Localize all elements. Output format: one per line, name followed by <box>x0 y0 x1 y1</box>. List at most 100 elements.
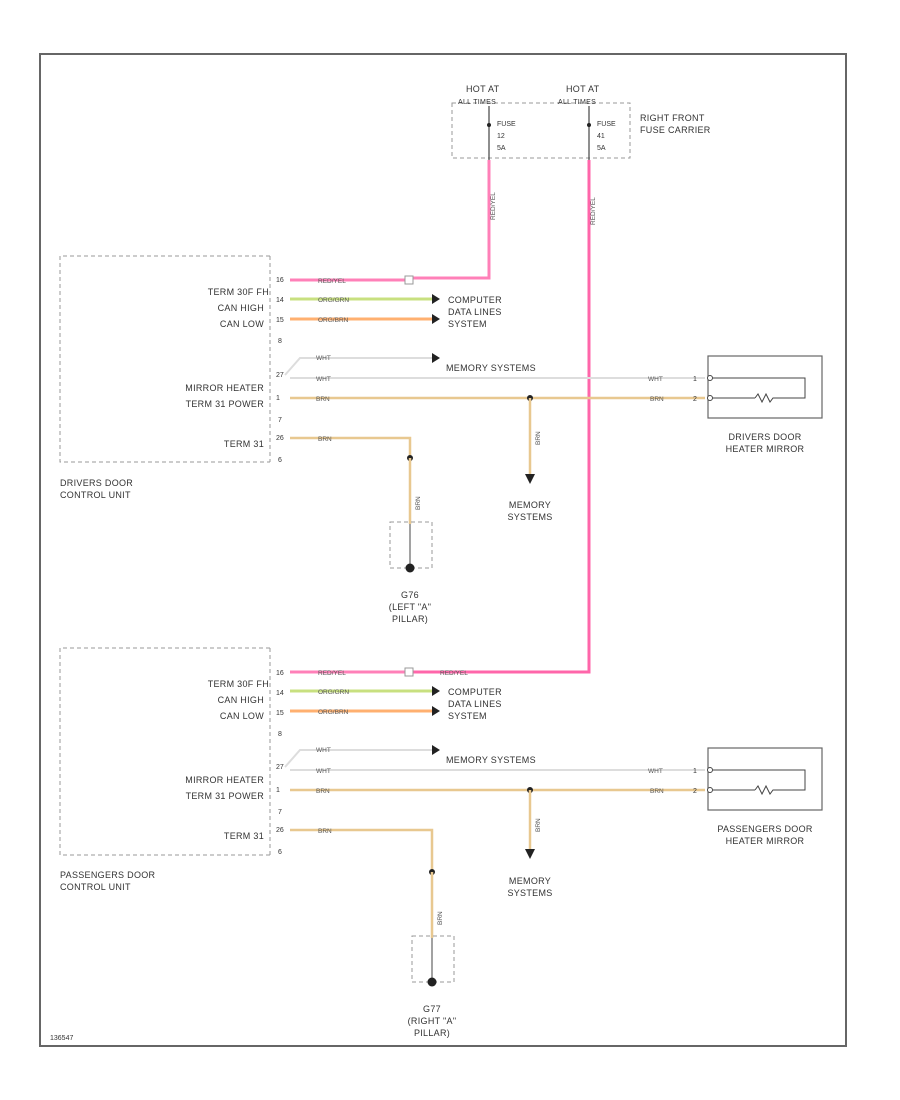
feed-wire-driver <box>410 160 491 280</box>
driver-pin-14: 14 <box>276 297 284 304</box>
passengers-mirror-box <box>707 747 823 811</box>
fuse-2-number: 41 <box>597 133 605 140</box>
passenger-arrow-can-low <box>432 706 440 716</box>
passenger-wire-memory <box>284 749 432 768</box>
fuse-carrier-box <box>451 102 631 159</box>
drivers-mirror-name: DRIVERS DOOR <box>728 432 801 442</box>
driver-wire-label-brn-1: BRN <box>316 396 330 403</box>
driver-ground-icon <box>405 563 415 573</box>
fuse-2-hot-label: HOT AT <box>566 84 600 94</box>
passenger-wire-label-redyel: RED/YEL <box>318 670 346 677</box>
passenger-wire-term31 <box>290 828 434 872</box>
passengers-mirror-terminal-1 <box>707 767 713 773</box>
drivers-mirror-name-2: HEATER MIRROR <box>726 444 805 454</box>
passenger-label-mirror-heater: MIRROR HEATER <box>185 775 264 785</box>
drivers-mirror-terminal-2 <box>707 395 713 401</box>
passengers-door-control-unit: TERM 30F FH CAN HIGH CAN LOW MIRROR HEAT… <box>59 647 284 892</box>
fuse-1-amp: 5A <box>497 145 506 152</box>
passenger-pin-8: 8 <box>278 731 282 738</box>
passenger-computer-label-2: DATA LINES <box>448 699 502 709</box>
drivers-mirror-heater-icon <box>754 392 775 404</box>
passenger-wire-label-brn-3: BRN <box>535 818 542 832</box>
passenger-pin-14: 14 <box>276 690 284 697</box>
passenger-computer-label: COMPUTER <box>448 687 502 697</box>
driver-wire-label-brn-4: BRN <box>318 436 332 443</box>
driver-wire-label-wht-2: WHT <box>316 376 331 383</box>
driver-wire-label-wht-1: WHT <box>316 355 331 362</box>
passengers-unit-name: PASSENGERS DOOR <box>60 870 156 880</box>
fuse-carrier-name-2: FUSE CARRIER <box>640 125 711 135</box>
passenger-pin-7: 7 <box>278 809 282 816</box>
drivers-unit-name: DRIVERS DOOR <box>60 478 133 488</box>
driver-pin-8: 8 <box>278 338 282 345</box>
driver-memory-bottom-label-2: SYSTEMS <box>507 512 552 522</box>
passenger-arrow-memory-bottom <box>525 849 535 859</box>
fuse-2-node <box>587 123 591 127</box>
driver-computer-label-3: SYSTEM <box>448 319 487 329</box>
fuse-carrier-name: RIGHT FRONT <box>640 113 705 123</box>
passenger-ground-label: G77 <box>423 1004 441 1014</box>
passenger-connector-term30f <box>404 667 414 677</box>
passenger-wire-label-brn-1: BRN <box>316 788 330 795</box>
passenger-label-term31: TERM 31 <box>224 831 264 841</box>
passenger-wire-label-wht-3: WHT <box>648 768 663 775</box>
fuse-1-number: 12 <box>497 133 505 140</box>
passenger-ground-label-2: (RIGHT "A" <box>408 1016 457 1026</box>
passenger-label-can-low: CAN LOW <box>220 711 264 721</box>
passenger-pin-27: 27 <box>276 764 284 771</box>
driver-memory-bottom-label: MEMORY <box>509 500 551 510</box>
passenger-wire-label-wht-2: WHT <box>316 768 331 775</box>
passengers-mirror-pin-2: 2 <box>693 788 697 795</box>
driver-arrow-can-low <box>432 314 440 324</box>
passenger-wire-label-brn-5: BRN <box>437 911 444 925</box>
driver-arrow-memory <box>432 353 440 363</box>
passenger-wire-label-brn-2: BRN <box>650 788 664 795</box>
driver-wire-label-brn-2: BRN <box>650 396 664 403</box>
fuse-1-hot-label-2: ALL TIMES <box>458 99 496 106</box>
passenger-ground-box <box>411 935 455 983</box>
feed-wire-passenger <box>410 160 591 674</box>
drivers-mirror-terminal-1 <box>707 375 713 381</box>
driver-ground-label-3: PILLAR) <box>392 614 428 624</box>
passenger-ground-icon <box>427 977 437 987</box>
passenger-ground-label-3: PILLAR) <box>414 1028 450 1038</box>
driver-arrow-can-high <box>432 294 440 304</box>
driver-pin-27: 27 <box>276 372 284 379</box>
driver-wire-memory <box>284 357 432 376</box>
passenger-pin-15: 15 <box>276 710 284 717</box>
fuse-2-label: FUSE <box>597 121 616 128</box>
driver-wire-label-redyel: RED/YEL <box>318 278 346 285</box>
driver-label-mirror-heater: MIRROR HEATER <box>185 383 264 393</box>
driver-wire-term31 <box>290 436 412 458</box>
passenger-wire-label-redyel-2: RED/YEL <box>440 670 468 677</box>
driver-label-can-low: CAN LOW <box>220 319 264 329</box>
driver-pin-26: 26 <box>276 435 284 442</box>
passenger-memory-bottom-label: MEMORY <box>509 876 551 886</box>
fuse-2-hot-label-2: ALL TIMES <box>558 99 596 106</box>
passenger-wire-label-brn-4: BRN <box>318 828 332 835</box>
passenger-memory-top-label: MEMORY SYSTEMS <box>446 755 536 765</box>
driver-ground-label-2: (LEFT "A" <box>389 602 431 612</box>
drivers-unit-name-2: CONTROL UNIT <box>60 490 131 500</box>
passenger-label-term30f: TERM 30F FH <box>208 679 269 689</box>
passengers-mirror-circuit <box>713 769 806 791</box>
diagram-frame <box>39 53 847 1047</box>
driver-label-can-high: CAN HIGH <box>218 303 264 313</box>
passengers-mirror-heater-icon <box>754 784 775 796</box>
passenger-arrow-can-high <box>432 686 440 696</box>
driver-label-term31-power: TERM 31 POWER <box>186 399 265 409</box>
driver-label-term31: TERM 31 <box>224 439 264 449</box>
drivers-mirror-pin-2: 2 <box>693 396 697 403</box>
passengers-heater-mirror: 1 2 PASSENGERS DOOR HEATER MIRROR <box>693 747 823 846</box>
passenger-computer-label-3: SYSTEM <box>448 711 487 721</box>
driver-pin-16: 16 <box>276 277 284 284</box>
drivers-mirror-circuit <box>713 377 806 399</box>
driver-wire-label-wht-3: WHT <box>648 376 663 383</box>
driver-wire-label-brn-5: BRN <box>415 496 422 510</box>
driver-pin-7: 7 <box>278 417 282 424</box>
drivers-heater-mirror: 1 2 DRIVERS DOOR HEATER MIRROR <box>693 355 823 454</box>
driver-computer-label: COMPUTER <box>448 295 502 305</box>
drivers-mirror-pin-1: 1 <box>693 376 697 383</box>
driver-memory-top-label: MEMORY SYSTEMS <box>446 363 536 373</box>
